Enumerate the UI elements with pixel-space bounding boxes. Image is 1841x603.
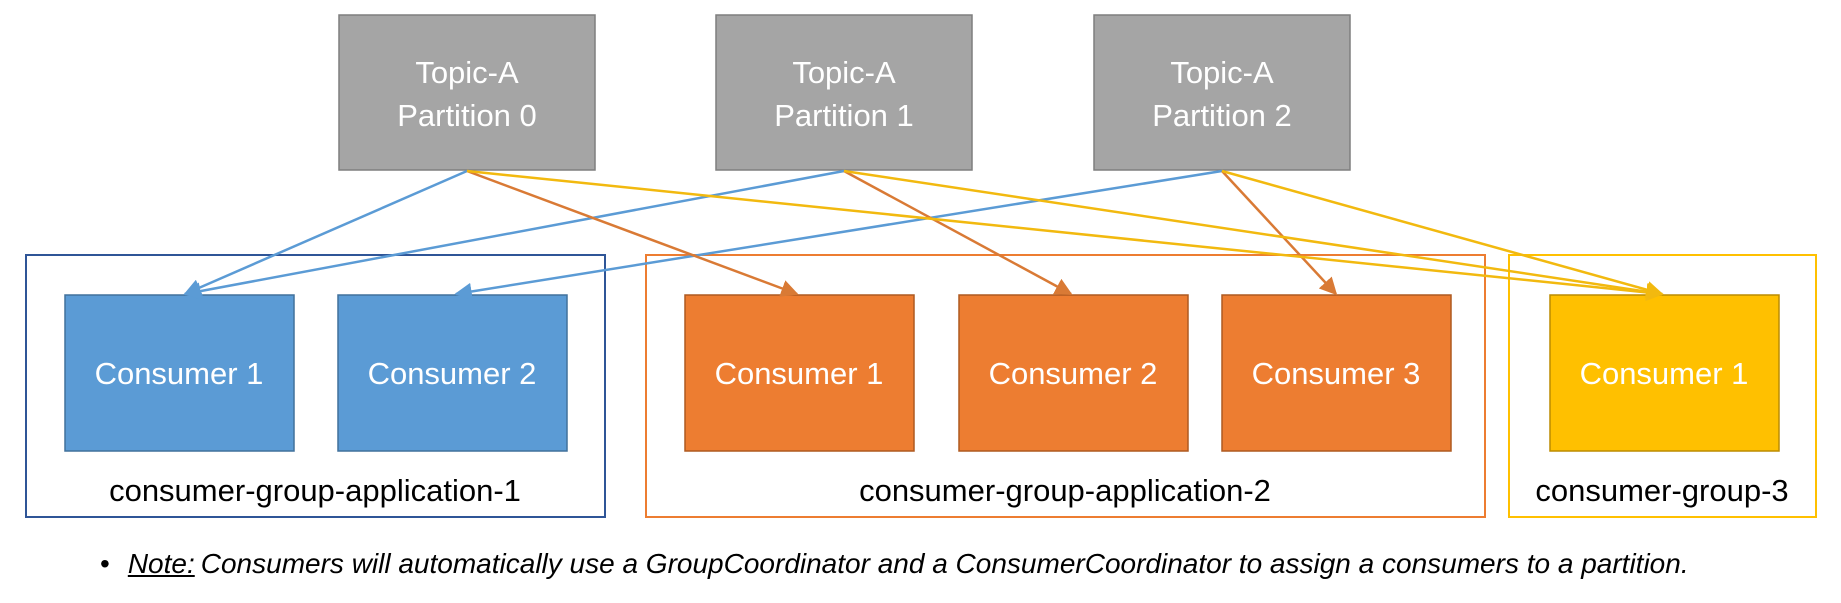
note-body: Consumers will automatically use a Group…: [200, 548, 1689, 579]
consumer-box: [1549, 294, 1780, 452]
consumer-label: Consumer 1: [715, 356, 884, 391]
partition-topic-label: Topic-A: [792, 55, 896, 90]
consumer-label: Consumer 2: [989, 356, 1158, 391]
consumer-box: [337, 294, 568, 452]
group-3-container: [1508, 254, 1817, 518]
arrow-p1-to-g1c1: [183, 169, 845, 300]
consumer-label: Consumer 3: [1252, 356, 1421, 391]
group-3-consumer-1: Consumer 1: [1549, 294, 1780, 452]
group-3-label: consumer-group-3: [1535, 473, 1788, 508]
consumer-box: [958, 294, 1189, 452]
partition-number-label: Partition 2: [1152, 98, 1292, 133]
group-1-container: [25, 254, 606, 518]
arrow-p0-to-g2c1: [466, 169, 799, 297]
partition-topic-label: Topic-A: [415, 55, 519, 90]
partition-2: Topic-A Partition 2: [1093, 14, 1351, 171]
consumer-label: Consumer 1: [1580, 356, 1749, 391]
consumer-label: Consumer 1: [95, 356, 264, 391]
group-1-consumer-1: Consumer 1: [64, 294, 295, 452]
group-2-label: consumer-group-application-2: [859, 473, 1271, 508]
arrow-p1-to-g2c2: [843, 169, 1073, 296]
group-2-consumer-3: Consumer 3: [1221, 294, 1452, 452]
bullet: •: [100, 548, 110, 579]
group-2-consumer-1: Consumer 1: [684, 294, 915, 452]
consumer-label: Consumer 2: [368, 356, 537, 391]
consumer-box: [684, 294, 915, 452]
group-1-label: consumer-group-application-1: [109, 473, 521, 508]
partition-1: Topic-A Partition 1: [715, 14, 973, 171]
partition-number-label: Partition 0: [397, 98, 537, 133]
arrow-p1-to-g3c1: [843, 169, 1664, 301]
arrow-p0-to-g1c1: [183, 169, 468, 296]
partition-box: [1093, 14, 1351, 171]
partition-0: Topic-A Partition 0: [338, 14, 596, 171]
arrow-p2-to-g2c3: [1221, 170, 1338, 296]
arrow-p2-to-g3c1: [1221, 169, 1664, 299]
group-1-consumer-2: Consumer 2: [337, 294, 568, 452]
partition-number-label: Partition 1: [774, 98, 914, 133]
partition-box: [338, 14, 596, 171]
note-text: • Note:Consumers will automatically use a…: [100, 548, 1689, 580]
arrow-p2-to-g1c2: [454, 169, 1223, 301]
consumer-box: [64, 294, 295, 452]
note-label: Note:: [127, 548, 195, 579]
arrow-p0-to-g3c1: [466, 169, 1664, 302]
consumer-box: [1221, 294, 1452, 452]
partition-box: [715, 14, 973, 171]
group-2-consumer-2: Consumer 2: [958, 294, 1189, 452]
partition-topic-label: Topic-A: [1170, 55, 1274, 90]
group-2-container: [645, 254, 1486, 518]
